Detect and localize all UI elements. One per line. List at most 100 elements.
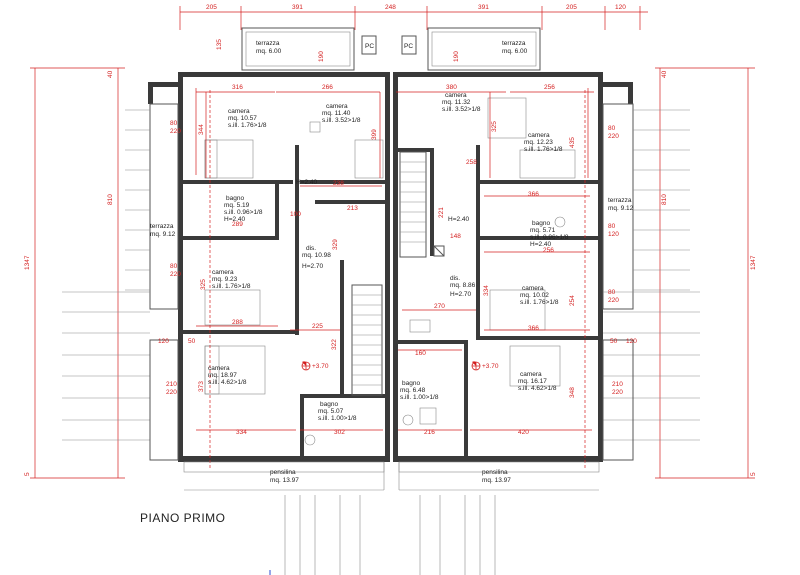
room-camera-7-area: mq. 18.97 xyxy=(208,372,237,379)
room-camera-4-area: mq. 12.23 xyxy=(524,139,553,146)
dim-left-810: 810 xyxy=(107,194,114,205)
dim-top-391a: 391 xyxy=(292,4,303,11)
room-bagno-1-h: H=2.40 xyxy=(224,216,246,223)
dim-220a: 220 xyxy=(170,128,181,135)
room-camera-1-name: camera xyxy=(228,108,250,115)
dim-266: 266 xyxy=(322,84,333,91)
dim-216: 216 xyxy=(424,429,435,436)
dim-left-5: 5 xyxy=(24,472,31,476)
room-bagno-2-name: bagno xyxy=(532,220,550,227)
dim-50i: 50 xyxy=(610,338,618,345)
room-dis-2-h: H=2.70 xyxy=(450,291,472,298)
terrazza-left-name: terrazza xyxy=(150,223,174,230)
level-label-right: +3.70 xyxy=(482,363,499,370)
room-dis-2-name: dis. xyxy=(450,275,460,282)
room-dis-1-h: H=2.70 xyxy=(302,263,324,270)
room-camera-1-area: mq. 10.57 xyxy=(228,115,257,122)
dim-50h: 50 xyxy=(188,338,196,345)
dim-80c: 80 xyxy=(608,125,616,132)
dim-right-5: 5 xyxy=(750,472,757,476)
terrazza-top-left-name: terrazza xyxy=(256,40,280,47)
dim-322: 322 xyxy=(331,339,338,350)
dim-334b: 334 xyxy=(236,429,247,436)
room-camera-2-name: camera xyxy=(326,103,348,110)
h-label-right: H=2.40 xyxy=(448,216,470,223)
dim-366b: 366 xyxy=(528,325,539,332)
dim-left-40: 40 xyxy=(107,70,114,78)
dim-210f: 210 xyxy=(166,381,177,388)
drawing-title: PIANO PRIMO xyxy=(140,511,226,525)
room-camera-7-sill: s.ill. 4.62>1/8 xyxy=(208,379,247,386)
dim-380: 380 xyxy=(446,84,457,91)
dim-80e: 80 xyxy=(608,289,616,296)
dim-289: 289 xyxy=(232,221,243,228)
room-camera-6-area: mq. 10.02 xyxy=(520,292,549,299)
level-marker-right: +3.70 xyxy=(471,361,499,371)
dim-399: 399 xyxy=(371,129,378,140)
dim-220f: 220 xyxy=(166,389,177,396)
room-camera-8-name: camera xyxy=(520,371,542,378)
room-camera-4-sill: s.ill. 1.76>1/8 xyxy=(524,146,563,153)
dim-top-120: 120 xyxy=(615,4,626,11)
pensilina-left-name: pensilina xyxy=(270,469,296,476)
room-camera-7-name: camera xyxy=(208,365,230,372)
furniture xyxy=(204,97,576,446)
dim-302: 302 xyxy=(334,429,345,436)
dim-80d: 80 xyxy=(608,223,616,230)
dim-256b: 256 xyxy=(543,247,554,254)
dim-220c: 220 xyxy=(608,133,619,140)
room-camera-5-area: mq. 9.23 xyxy=(212,276,238,283)
h-label-left: H=2.40 xyxy=(296,179,318,186)
pc-label-right: PC xyxy=(404,43,413,50)
room-bagno-3-name: bagno xyxy=(320,401,338,408)
dim-373: 373 xyxy=(198,381,205,392)
level-marker-left: +3.70 xyxy=(301,361,329,371)
right-dimension-lines: 1347 810 40 5 xyxy=(655,67,757,479)
dim-238: 238 xyxy=(333,180,344,187)
dim-254: 254 xyxy=(569,295,576,306)
top-dimension-line: 205 391 248 391 205 120 xyxy=(179,4,648,30)
dim-316: 316 xyxy=(232,84,243,91)
room-bagno-4-name: bagno xyxy=(402,380,420,387)
dim-221: 221 xyxy=(438,207,445,218)
room-bagno-3-sill: s.ill. 1.00>1/8 xyxy=(318,415,357,422)
dim-366a: 366 xyxy=(528,191,539,198)
top-terraces: PC PC terrazza mq. 6.00 terrazza mq. 6.0… xyxy=(216,27,541,71)
level-label-left: +3.70 xyxy=(312,363,329,370)
terrazza-top-left-area: mq. 6.00 xyxy=(256,48,282,55)
left-terrace: terrazza mq. 9.12 xyxy=(62,103,179,461)
room-camera-6-sill: s.ill. 1.76>1/8 xyxy=(520,299,559,306)
room-dis-2-area: mq. 8.86 xyxy=(450,282,476,289)
right-terrace: terrazza mq. 9.12 xyxy=(602,103,700,461)
dim-148: 148 xyxy=(450,233,461,240)
room-camera-8-sill: s.ill. 4.62>1/8 xyxy=(518,385,557,392)
stairs-right xyxy=(399,151,445,258)
dim-344: 344 xyxy=(198,124,205,135)
room-bagno-2-h: H=2.40 xyxy=(530,241,552,248)
pensilina-right-area: mq. 13.97 xyxy=(482,477,511,484)
room-camera-6-name: camera xyxy=(522,285,544,292)
dim-120i: 120 xyxy=(626,338,637,345)
dim-270: 270 xyxy=(434,303,445,310)
dim-435: 435 xyxy=(569,137,576,148)
dim-213: 213 xyxy=(347,205,358,212)
dim-160: 160 xyxy=(415,350,426,357)
dim-348: 348 xyxy=(569,387,576,398)
pensilina: pensilina mq. 13.97 pensilina mq. 13.97 xyxy=(183,461,600,575)
dim-334: 334 xyxy=(483,285,490,296)
room-bagno-3-area: mq. 5.07 xyxy=(318,408,344,415)
dim-top-205a: 205 xyxy=(206,4,217,11)
room-bagno-2-sill: s.ill. 0.96>1/8 xyxy=(530,234,569,241)
room-dis-1-name: dis. xyxy=(306,245,316,252)
dim-120h: 120 xyxy=(158,338,169,345)
dim-right-1347: 1347 xyxy=(750,255,757,270)
dim-220e: 220 xyxy=(608,297,619,304)
room-camera-3-area: mq. 11.32 xyxy=(442,99,471,106)
terrazza-left-area: mq. 9.12 xyxy=(150,231,176,238)
dimension-labels: 316 266 380 256 344 399 325 435 238 258 … xyxy=(158,84,637,436)
dim-top-248: 248 xyxy=(385,4,396,11)
dim-325b: 325 xyxy=(200,279,207,290)
room-bagno-2-area: mq. 5.71 xyxy=(530,227,556,234)
room-camera-5-name: camera xyxy=(212,269,234,276)
